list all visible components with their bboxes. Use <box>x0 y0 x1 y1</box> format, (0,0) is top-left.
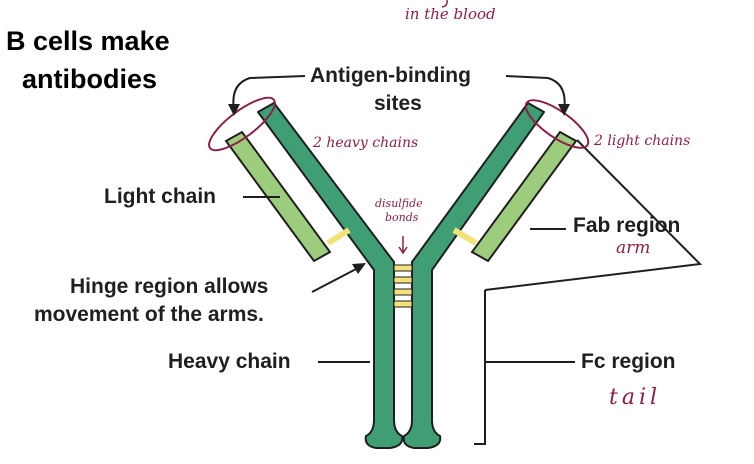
note-arm: arm <box>616 238 651 258</box>
hinge-bond <box>393 300 413 308</box>
arrowhead-antigen-left <box>228 104 240 116</box>
arrowhead-antigen-right <box>558 104 570 116</box>
disulfide-bond-right-arm <box>452 227 478 246</box>
label-heavy-chain: Heavy chain <box>168 350 291 373</box>
light-chain-right <box>470 130 578 263</box>
heavy-chain-right <box>402 102 545 449</box>
hinge-bond <box>393 276 413 284</box>
heavy-chain-left <box>257 102 404 449</box>
fab-bracket <box>484 139 703 291</box>
title-line-1: B cells make <box>6 26 170 56</box>
disulfide-bond-left-arm <box>326 227 351 246</box>
leader-hinge <box>311 267 359 293</box>
note-light-chains: 2 light chains <box>594 133 691 149</box>
top-note-mark <box>441 0 448 8</box>
note-bonds: bonds <box>385 211 419 224</box>
label-hinge-line-2: movement of the arms. <box>34 303 264 326</box>
hinge-disulfide-bonds <box>393 264 413 308</box>
note-disulfide: disulfide <box>375 197 423 210</box>
hinge-bond <box>393 264 413 272</box>
hinge-bond <box>393 288 413 296</box>
note-in-the-blood: in the blood <box>405 5 496 23</box>
arrowhead-hinge <box>352 263 366 274</box>
note-heavy-chains: 2 heavy chains <box>313 135 419 151</box>
label-light-chain: Light chain <box>104 185 216 208</box>
note-tail: tail <box>609 385 662 410</box>
disulfide-note-arrowhead <box>398 246 408 255</box>
title-line-2: antibodies <box>22 64 158 94</box>
fc-bracket <box>474 290 486 445</box>
label-hinge-line-1: Hinge region allows <box>70 275 269 298</box>
label-fab-region: Fab region <box>573 214 681 237</box>
label-antigen-sites: sites <box>374 92 422 115</box>
label-antigen-binding: Antigen-binding <box>310 64 471 87</box>
arrow-antigen-right <box>505 75 566 111</box>
label-fc-region: Fc region <box>581 350 676 373</box>
